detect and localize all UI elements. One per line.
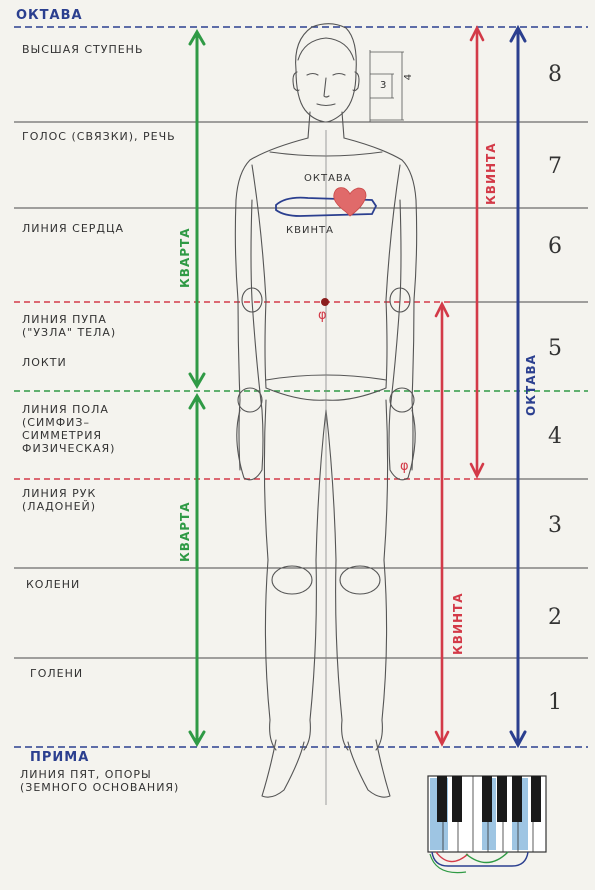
section-number-4: 4 (548, 424, 562, 449)
kvarta-lower-label: КВАРТА (178, 501, 192, 562)
label-hands-line: ЛИНИЯ РУК (ЛАДОНЕЙ) (22, 487, 97, 513)
section-number-6: 6 (548, 234, 562, 259)
navel-dot (321, 298, 329, 306)
head-mark-4: 4 (403, 72, 415, 81)
head (295, 23, 357, 123)
label-pubis-line: ЛИНИЯ ПОЛА (СИМФИЗ– СИММЕТРИЯ ФИЗИЧЕСКАЯ… (22, 403, 116, 455)
chest-bracket (275, 196, 378, 217)
kvinta-upper-label: КВИНТА (484, 142, 498, 205)
section-number-7: 7 (548, 154, 562, 179)
piano-icon (427, 775, 547, 874)
section-number-8: 8 (548, 62, 562, 87)
label-elbows: ЛОКТИ (22, 356, 67, 369)
kvinta-lower-label: КВИНТА (451, 592, 465, 655)
heart-icon (333, 187, 367, 217)
label-knees: КОЛЕНИ (26, 578, 81, 591)
label-voice: ГОЛОС (СВЯЗКИ), РЕЧЬ (22, 130, 176, 143)
section-number-3: 3 (548, 513, 562, 538)
label-top-step: ВЫСШАЯ СТУПЕНЬ (22, 43, 144, 56)
prima-title: ПРИМА (30, 750, 90, 765)
label-heart-line: ЛИНИЯ СЕРДЦА (22, 222, 125, 235)
chest-kvinta-label: КВИНТА (286, 225, 334, 236)
phi-hand: φ (400, 459, 410, 474)
chest-oktava-label: ОКТАВА (304, 173, 352, 184)
label-navel-line: ЛИНИЯ ПУПА ("УЗЛА" ТЕЛА) (22, 313, 117, 339)
head-mark-3: 3 (380, 80, 388, 91)
label-shins: ГОЛЕНИ (30, 667, 84, 680)
phi-navel: φ (318, 308, 328, 323)
section-number-1: 1 (548, 690, 562, 715)
kvarta-upper-label: КВАРТА (178, 227, 192, 288)
oktava-label: ОКТАВА (524, 354, 538, 416)
section-number-5: 5 (548, 336, 562, 361)
label-heels-line: ЛИНИЯ ПЯТ, ОПОРЫ (ЗЕМНОГО ОСНОВАНИЯ) (20, 768, 180, 794)
octave-title: ОКТАВА (16, 8, 83, 23)
section-number-2: 2 (548, 605, 562, 630)
